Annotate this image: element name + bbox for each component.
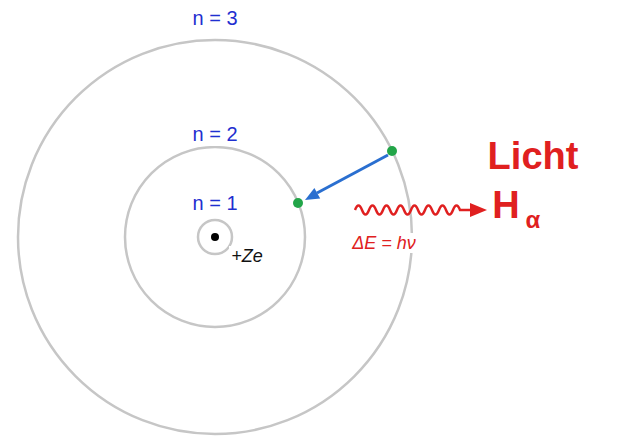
transition-arrowhead — [305, 188, 320, 200]
orbit-n2 — [125, 147, 305, 327]
electron — [387, 146, 397, 156]
electron — [293, 198, 303, 208]
line-subscript: α — [524, 206, 543, 234]
photon-wave — [355, 206, 472, 215]
energy-label: ΔE = hν — [350, 233, 418, 254]
nucleus — [211, 233, 219, 241]
orbit-n1 — [198, 220, 232, 254]
transition-arrow — [317, 155, 388, 193]
charge-label: +Ze — [229, 246, 265, 267]
level-label: n = 2 — [190, 123, 239, 146]
photon-arrowhead — [470, 203, 487, 217]
line-name: H — [490, 184, 521, 228]
level-label: n = 3 — [190, 7, 239, 30]
light-label: Licht — [486, 135, 581, 179]
level-label: n = 1 — [190, 192, 239, 215]
